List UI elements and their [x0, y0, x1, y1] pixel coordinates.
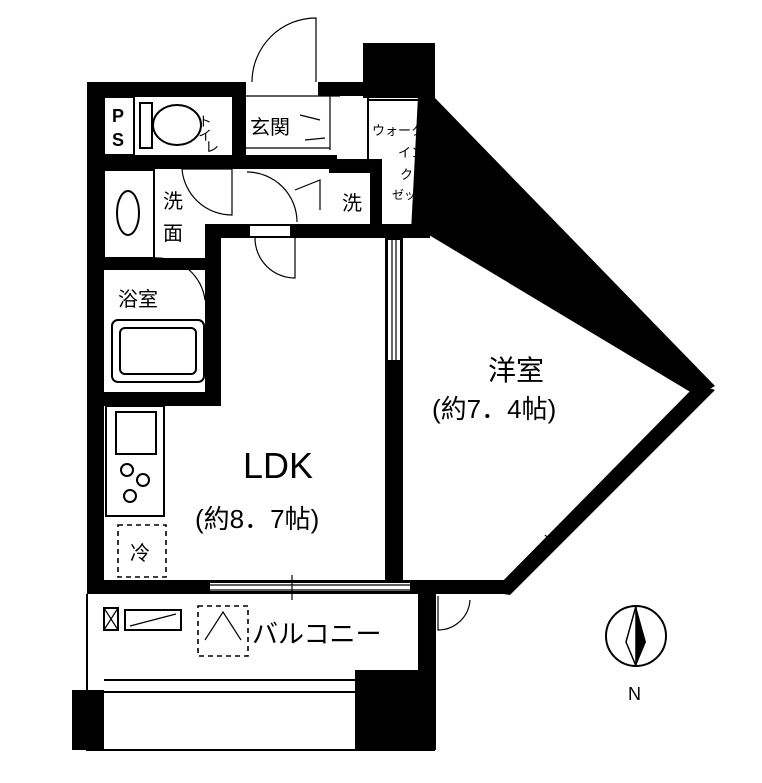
wall-laundry-r	[370, 159, 382, 229]
balcony-unit-x	[103, 607, 119, 631]
bathtub	[111, 319, 205, 383]
wall-h4	[87, 392, 221, 406]
ldk-window	[210, 575, 410, 600]
fridge-outline	[117, 524, 167, 578]
ldk-door-swing	[254, 237, 296, 279]
stove-burner-1	[120, 463, 134, 477]
kitchen-sink	[115, 411, 157, 455]
closet-label-1: ウォーク	[372, 123, 424, 138]
fixtures	[86, 17, 698, 751]
balcony-rail	[86, 594, 435, 751]
ldk-size: (約8．7帖)	[195, 504, 319, 534]
balcony-outdoor-unit	[197, 605, 249, 657]
wall-left	[87, 82, 104, 592]
western-room-size: (約7．4帖)	[432, 394, 556, 424]
fridge-label: 冷	[130, 542, 150, 565]
compass-north-label: N	[628, 684, 641, 704]
bathtub-inner	[119, 327, 197, 375]
closet-label-3: クロ	[400, 167, 426, 182]
toilet-tank	[139, 102, 153, 149]
balcony-unit-bar	[124, 609, 182, 631]
toilet-door	[181, 168, 233, 216]
balcony-label: バルコニー	[252, 619, 381, 649]
opening-entrance-door	[250, 82, 316, 96]
closet-label-4: ゼット	[392, 188, 428, 202]
ps-box	[103, 96, 135, 156]
wall-top-left	[87, 82, 240, 97]
hall-door-swing	[246, 171, 298, 223]
opening-sliding	[388, 240, 400, 360]
western-window	[499, 394, 698, 589]
washroom-label-2: 面	[163, 223, 183, 245]
closet-door-swing	[429, 177, 502, 229]
ldk-name: LDK	[243, 445, 313, 486]
wall-diagonal-upper	[411, 96, 715, 396]
entrance-step	[299, 114, 326, 141]
washbasin-bowl	[116, 190, 140, 236]
walls	[72, 43, 715, 750]
wall-laundry	[329, 159, 379, 173]
washroom-label-1: 洗	[163, 190, 183, 213]
entrance-door-swing	[251, 17, 317, 83]
sliding-door	[391, 240, 397, 370]
column-top	[363, 43, 435, 98]
stove-burner-2	[136, 473, 150, 487]
western-room-name: 洋室	[488, 355, 544, 386]
balcony-door	[437, 596, 471, 631]
wall-top-mid	[318, 82, 368, 96]
wall-diagonal-lower	[492, 384, 715, 595]
compass-needle-light	[625, 605, 637, 667]
balcony-unit-bar-diag	[129, 613, 177, 627]
toilet-label-1: トイ	[197, 114, 213, 142]
opening-ldk-window	[210, 583, 410, 591]
ps-label-2: S	[112, 130, 124, 150]
closet-label-2: イン	[398, 145, 424, 160]
bath-door	[154, 257, 206, 301]
ps-label-1: P	[112, 106, 124, 126]
opening-ldk-door	[250, 226, 290, 236]
wall-v2	[232, 82, 246, 169]
compass: N	[605, 605, 667, 704]
laundry-label: 洗	[342, 192, 362, 215]
openings	[210, 82, 410, 591]
entrance-box	[246, 95, 340, 150]
balcony-outdoor-unit-mark	[204, 610, 242, 641]
compass-needle-dark	[636, 606, 646, 666]
room-labels: P S トイ レ 玄関 洗 面 洗 浴室 ウォーク イン クロ ゼット 洋室 (…	[112, 106, 556, 649]
stove-burner-3	[123, 489, 137, 503]
column-bottom-right	[355, 670, 435, 750]
wall-h1	[87, 155, 337, 169]
entrance-label: 玄関	[250, 116, 290, 139]
toilet-bowl	[152, 104, 202, 146]
wall-v1	[205, 224, 221, 404]
kitchen-counter	[105, 405, 165, 517]
washbasin-counter	[103, 169, 155, 259]
laundry-door	[294, 179, 321, 210]
toilet-label-2: レ	[205, 139, 219, 155]
wall-h2	[87, 258, 212, 270]
balcony-unit-x-cross	[103, 607, 119, 631]
bathroom-label: 浴室	[118, 288, 158, 311]
closet-partition	[367, 98, 425, 160]
